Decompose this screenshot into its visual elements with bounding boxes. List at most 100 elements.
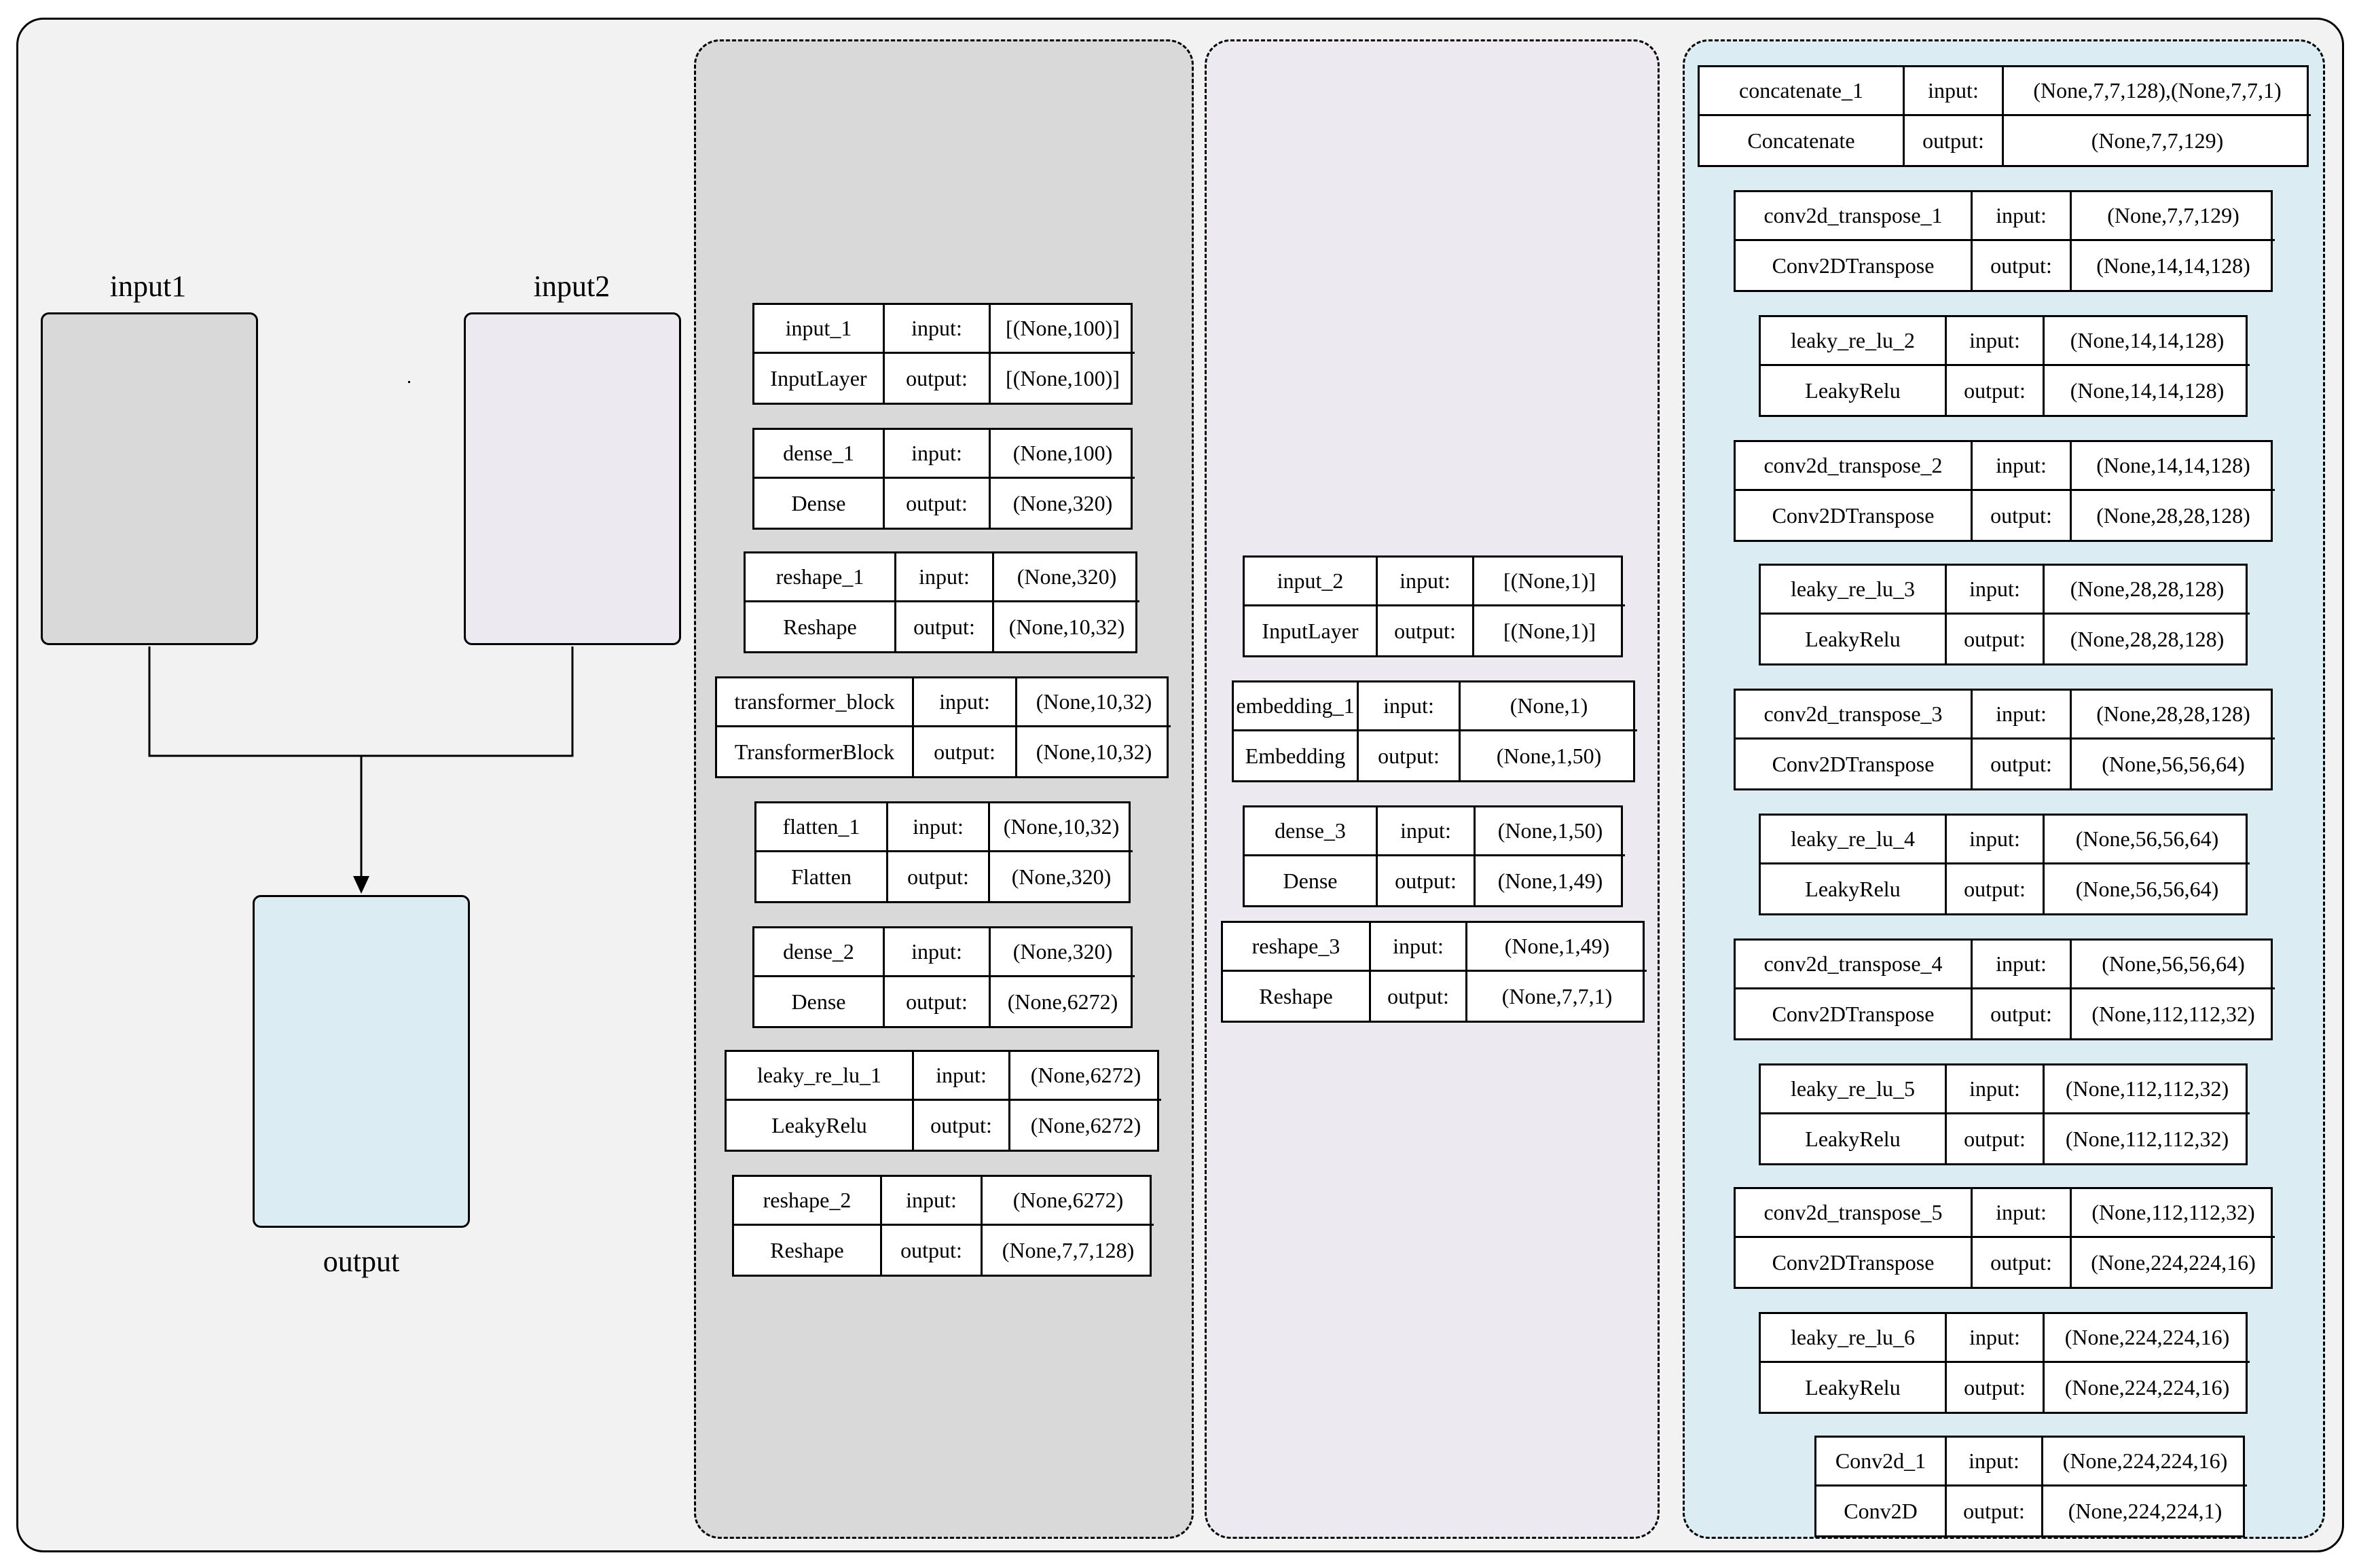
output-shape-cell: (None,7,7,1) xyxy=(1501,983,1613,1008)
output-shape-cell: (None,7,7,128) xyxy=(1002,1237,1135,1262)
input1-block xyxy=(41,312,258,645)
input-shape-cell: (None,28,28,128) xyxy=(2045,566,2250,615)
input-shape-cell: (None,56,56,64) xyxy=(2045,816,2250,864)
output-arrowhead xyxy=(353,876,369,894)
input-label-cell: input: xyxy=(914,1052,1010,1101)
layer-name-cell: conv2d_transpose_5 xyxy=(1736,1189,1973,1238)
layer-type-cell: Conv2D xyxy=(1816,1487,1947,1535)
layer-name-cell: input_1 xyxy=(754,305,885,354)
layer-type-cell: Conv2DTranspose xyxy=(1736,740,1973,788)
input-label-cell: input: xyxy=(1947,1065,2045,1114)
output-shape-cell: (None,224,224,1) xyxy=(2068,1498,2223,1523)
input-shape-cell: (None,100) xyxy=(991,430,1135,479)
output-label-cell: output: xyxy=(1947,1363,2045,1412)
output-label-cell: output: xyxy=(1378,606,1474,655)
layer-name-cell: dense_1 xyxy=(754,430,885,479)
input-shape-cell: (None,6272) xyxy=(983,1177,1154,1226)
layer-name-cell: Conv2d_1 xyxy=(1816,1438,1947,1487)
output-label-cell: output: xyxy=(1973,241,2072,290)
input-shape-cell: (None,224,224,16) xyxy=(2045,1314,2250,1363)
layer-type-cell: Conv2DTranspose xyxy=(1736,491,1973,540)
layer-name-cell: flatten_1 xyxy=(756,803,888,852)
output-shape-cell: (None,6272) xyxy=(1007,989,1118,1014)
layer-name-cell: conv2d_transpose_3 xyxy=(1736,691,1973,740)
output-label-cell: output: xyxy=(896,602,994,651)
input-shape-cell: (None,28,28,128) xyxy=(2072,691,2275,740)
output-label-cell: output: xyxy=(1947,864,2045,913)
layer-type-cell: Reshape xyxy=(734,1226,882,1275)
input-label-cell: input: xyxy=(1973,192,2072,241)
output-label-cell: output: xyxy=(1371,972,1467,1021)
layer-type-cell: Reshape xyxy=(746,602,896,651)
input1-label: input1 xyxy=(109,270,187,303)
input-label-cell: input: xyxy=(1973,442,2072,491)
input2-label: input2 xyxy=(533,270,610,303)
output-label-cell: output: xyxy=(1378,856,1476,905)
layer-type-cell: Flatten xyxy=(756,852,888,901)
output-label-cell: output: xyxy=(914,727,1017,776)
output-label-cell: output: xyxy=(882,1226,983,1275)
output-label: output xyxy=(323,1245,400,1278)
input-shape-cell: (None,7,7,129) xyxy=(2072,192,2275,241)
output-shape-cell: (None,112,112,32) xyxy=(2065,1126,2229,1151)
layer-type-cell: TransformerBlock xyxy=(717,727,914,776)
layer-type-cell: LeakyRelu xyxy=(727,1101,914,1150)
layer-name-cell: transformer_block xyxy=(717,678,914,727)
layer-type-cell: Dense xyxy=(754,479,885,528)
input-shape-cell: (None,112,112,32) xyxy=(2045,1065,2250,1114)
input-label-cell: input: xyxy=(1973,941,2072,989)
layer-name-cell: leaky_re_lu_3 xyxy=(1761,566,1947,615)
layer-type-cell: Conv2DTranspose xyxy=(1736,1238,1973,1287)
layer-type-cell: Embedding xyxy=(1234,731,1359,780)
input-label-cell: input: xyxy=(1378,558,1474,606)
layer-name-cell: leaky_re_lu_6 xyxy=(1761,1314,1947,1363)
input-label-cell: input: xyxy=(1359,682,1461,731)
output-label-cell: output: xyxy=(1973,989,2072,1038)
input-shape-cell: [(None,100)] xyxy=(991,305,1135,354)
input-shape-cell: (None,10,32) xyxy=(1017,678,1171,727)
output-label-cell: output: xyxy=(885,479,991,528)
output-label-cell: output: xyxy=(914,1101,1010,1150)
input-label-cell: input: xyxy=(885,928,991,977)
layer-type-cell: Dense xyxy=(1245,856,1378,905)
input-label-cell: input: xyxy=(1947,317,2045,366)
layer-type-cell: InputLayer xyxy=(754,354,885,403)
input-shape-cell: (None,320) xyxy=(991,928,1135,977)
input-label-cell: input: xyxy=(885,305,991,354)
layer-name-cell: embedding_1 xyxy=(1234,682,1359,731)
input-label-cell: input: xyxy=(888,803,990,852)
output-shape-cell: [(None,100)] xyxy=(1006,365,1120,390)
input-label-cell: input: xyxy=(1947,1438,2043,1487)
output-label-cell: output: xyxy=(1947,615,2045,663)
output-label-cell: output: xyxy=(1973,740,2072,788)
input1-link xyxy=(148,646,361,757)
input-shape-cell: (None,320) xyxy=(994,553,1139,602)
layer-name-cell: conv2d_transpose_2 xyxy=(1736,442,1973,491)
layer-name-cell: dense_3 xyxy=(1245,807,1378,856)
output-shape-cell: (None,1,50) xyxy=(1496,743,1602,768)
output-label-cell: output: xyxy=(1947,366,2045,415)
output-shape-cell: (None,28,28,128) xyxy=(2070,626,2225,651)
layer-type-cell: Conv2DTranspose xyxy=(1736,241,1973,290)
layer-type-cell: LeakyRelu xyxy=(1761,1114,1947,1163)
input-label-cell: input: xyxy=(885,430,991,479)
layer-name-cell: dense_2 xyxy=(754,928,885,977)
layer-name-cell: leaky_re_lu_1 xyxy=(727,1052,914,1101)
layer-name-cell: concatenate_1 xyxy=(1700,67,1905,116)
output-shape-cell: (None,14,14,128) xyxy=(2096,253,2250,278)
